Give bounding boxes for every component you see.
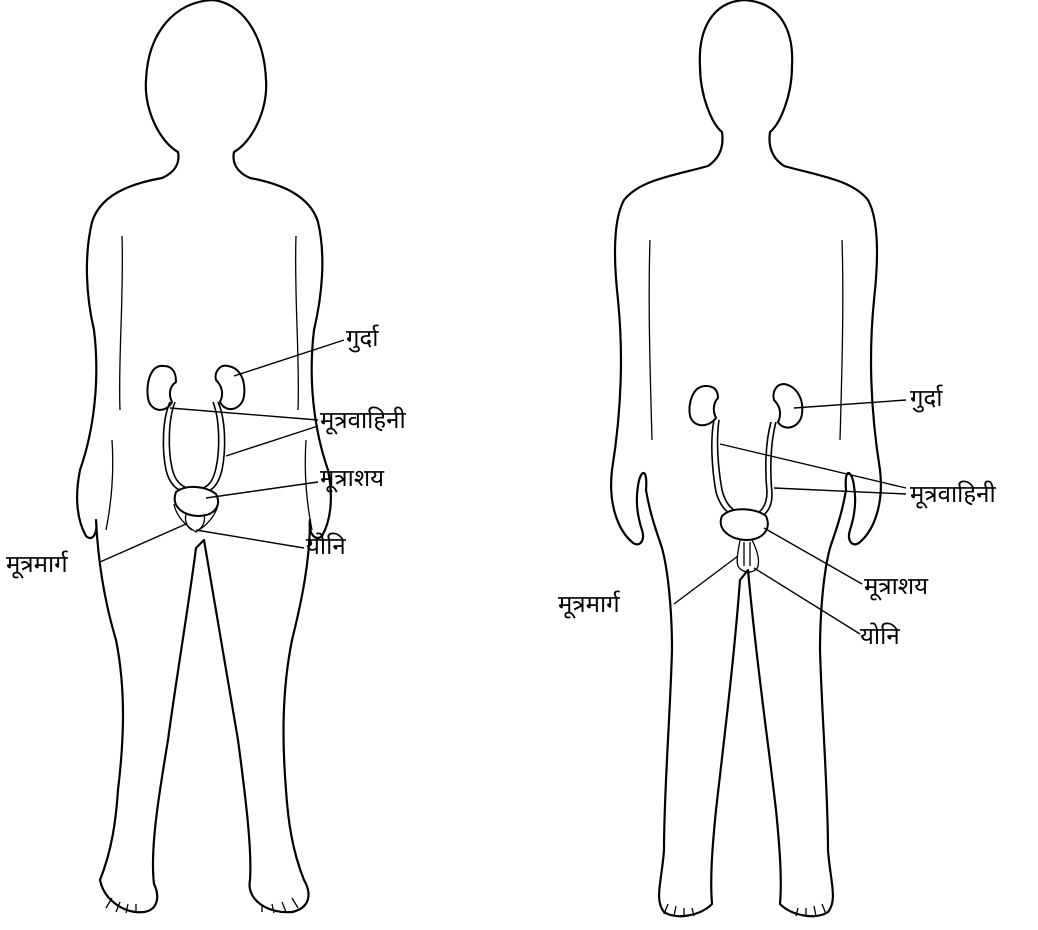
male-figure: गुर्दा मूत्रवाहिनी मूत्राशय योनि मूत्रमा… (558, 0, 996, 917)
male-ureter-label: मूत्रवाहिनी (910, 480, 996, 509)
female-body-outline (77, 0, 331, 912)
male-right-kidney (773, 384, 802, 428)
male-kidney-label: गुर्दा (910, 384, 943, 413)
male-urethra-label: मूत्रमार्ग (558, 590, 621, 619)
male-vagina-label: योनि (860, 622, 900, 650)
female-vagina-label: योनि (306, 532, 346, 560)
female-figure: गुर्दा मूत्रवाहिनी मूत्राशय योनि मूत्रमा… (6, 0, 406, 913)
male-left-kidney (690, 386, 718, 425)
male-body-outline (611, 0, 881, 916)
female-bladder (175, 487, 218, 516)
female-kidney-label: गुर्दा (346, 324, 379, 353)
female-urethra-label: मूत्रमार्ग (6, 550, 69, 579)
female-bladder-label: मूत्राशय (320, 464, 385, 493)
male-bladder-label: मूत्राशय (864, 572, 929, 601)
male-bladder (721, 509, 768, 540)
female-right-kidney (216, 366, 245, 409)
female-left-kidney (148, 366, 176, 410)
female-ureter-label: मूत्रवाहिनी (320, 406, 406, 435)
